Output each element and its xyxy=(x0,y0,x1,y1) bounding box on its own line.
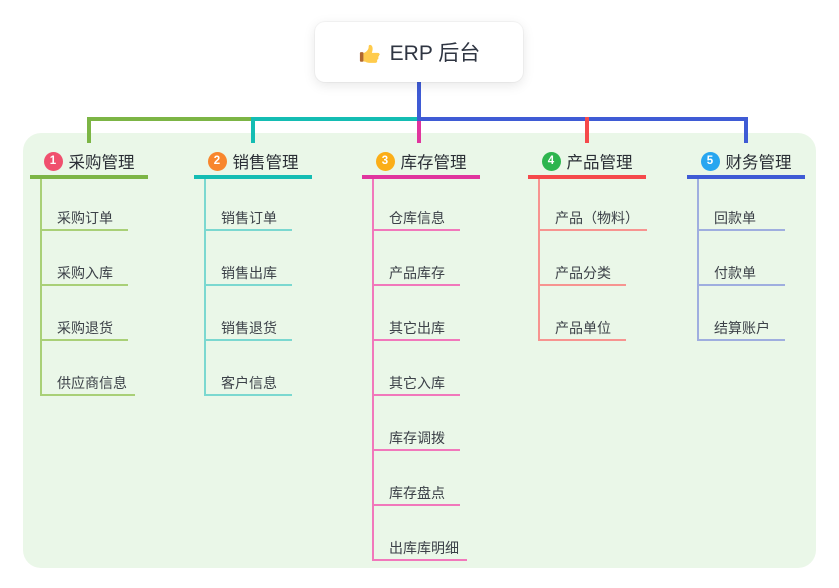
branch-spine xyxy=(40,179,42,396)
child-node-label: 客户信息 xyxy=(221,375,277,391)
mindmap-canvas xyxy=(23,133,816,568)
child-node[interactable]: 采购入库 xyxy=(40,261,128,286)
child-node[interactable]: 产品单位 xyxy=(538,316,626,341)
connector-drop-branch-3 xyxy=(417,119,421,143)
child-node-label: 销售退货 xyxy=(221,320,277,336)
branch-spine xyxy=(372,179,374,561)
child-node-label: 其它出库 xyxy=(389,320,445,336)
thumbs-up-icon xyxy=(359,44,380,63)
child-node[interactable]: 销售出库 xyxy=(204,261,292,286)
child-node-label: 结算账户 xyxy=(714,320,770,336)
child-node[interactable]: 供应商信息 xyxy=(40,371,135,396)
child-node[interactable]: 客户信息 xyxy=(204,371,292,396)
child-node[interactable]: 其它出库 xyxy=(372,316,460,341)
child-node-label: 销售出库 xyxy=(221,265,277,281)
branch-node-2[interactable]: 2 销售管理 xyxy=(194,147,312,179)
child-node-label: 采购入库 xyxy=(57,265,113,281)
connector-bus-blue xyxy=(417,117,748,121)
branch-node-4[interactable]: 4 产品管理 xyxy=(528,147,646,179)
child-node[interactable]: 采购退货 xyxy=(40,316,128,341)
child-node[interactable]: 结算账户 xyxy=(697,316,785,341)
connector-drop-branch-5 xyxy=(744,117,748,143)
child-node-label: 供应商信息 xyxy=(57,375,127,391)
child-node[interactable]: 库存调拨 xyxy=(372,426,460,451)
connector-drop-branch-2 xyxy=(251,117,255,143)
connector-bus-teal xyxy=(251,117,421,121)
child-node[interactable]: 回款单 xyxy=(697,206,785,231)
child-node[interactable]: 出库库明细 xyxy=(372,536,467,561)
child-node[interactable]: 销售退货 xyxy=(204,316,292,341)
child-node[interactable]: 其它入库 xyxy=(372,371,460,396)
child-node-label: 产品库存 xyxy=(389,265,445,281)
branch-node-1[interactable]: 1 采购管理 xyxy=(30,147,148,179)
connector-drop-branch-4 xyxy=(585,117,589,143)
branch-number-badge: 2 xyxy=(207,151,227,171)
child-node-label: 回款单 xyxy=(714,210,756,226)
branch-spine xyxy=(538,179,540,341)
connector-bus-green xyxy=(87,117,255,121)
connector-root-line xyxy=(417,82,421,119)
branch-number-badge: 5 xyxy=(700,151,720,171)
branch-node-label: 采购管理 xyxy=(68,154,135,172)
child-node[interactable]: 付款单 xyxy=(697,261,785,286)
branch-number-badge: 4 xyxy=(541,151,561,171)
child-node[interactable]: 库存盘点 xyxy=(372,481,460,506)
branch-node-3[interactable]: 3 库存管理 xyxy=(362,147,480,179)
child-node-label: 产品分类 xyxy=(555,265,611,281)
child-node-label: 库存调拨 xyxy=(389,430,445,446)
branch-node-label: 产品管理 xyxy=(566,154,633,172)
branch-number-badge: 1 xyxy=(43,151,63,171)
child-node-label: 仓库信息 xyxy=(389,210,445,226)
child-node[interactable]: 销售订单 xyxy=(204,206,292,231)
child-node[interactable]: 产品分类 xyxy=(538,261,626,286)
child-node-label: 产品单位 xyxy=(555,320,611,336)
branch-spine xyxy=(697,179,699,341)
branch-node-label: 销售管理 xyxy=(232,154,299,172)
child-node-label: 产品（物料） xyxy=(555,210,639,226)
child-node-label: 出库库明细 xyxy=(389,540,459,556)
branch-node-5[interactable]: 5 财务管理 xyxy=(687,147,805,179)
branch-spine xyxy=(204,179,206,396)
connector-drop-branch-1 xyxy=(87,117,91,143)
root-node-label: ERP 后台 xyxy=(389,42,481,65)
child-node[interactable]: 采购订单 xyxy=(40,206,128,231)
child-node-label: 付款单 xyxy=(714,265,756,281)
child-node-label: 采购退货 xyxy=(57,320,113,336)
root-node[interactable]: ERP 后台 xyxy=(315,22,523,82)
child-node-label: 采购订单 xyxy=(57,210,113,226)
child-node-label: 库存盘点 xyxy=(389,485,445,501)
branch-node-label: 库存管理 xyxy=(400,154,467,172)
child-node[interactable]: 仓库信息 xyxy=(372,206,460,231)
child-node[interactable]: 产品（物料） xyxy=(538,206,647,231)
branch-number-badge: 3 xyxy=(375,151,395,171)
child-node[interactable]: 产品库存 xyxy=(372,261,460,286)
child-node-label: 其它入库 xyxy=(389,375,445,391)
branch-node-label: 财务管理 xyxy=(725,154,792,172)
child-node-label: 销售订单 xyxy=(221,210,277,226)
